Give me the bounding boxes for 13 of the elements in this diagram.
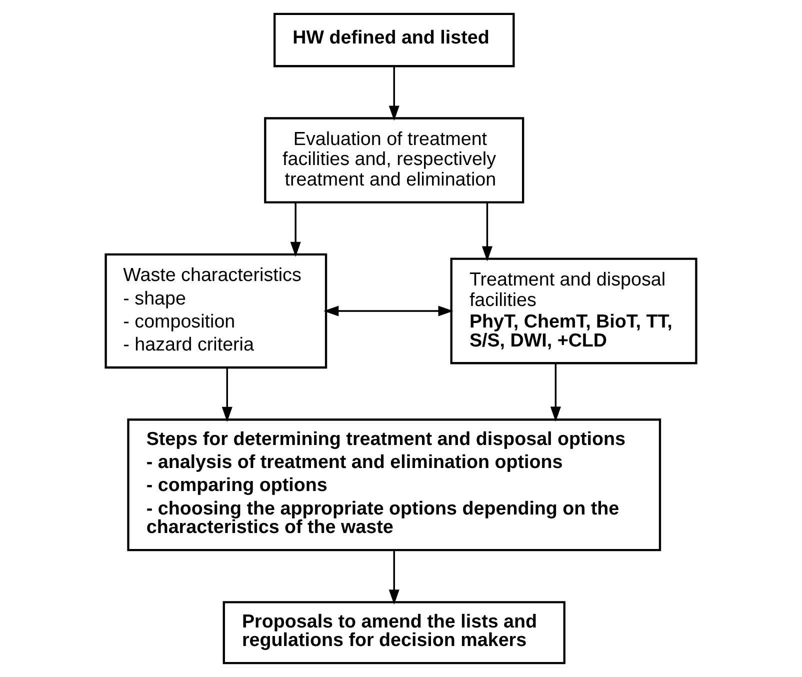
node-box: Treatment and disposal facilities PhyT, ChemT, BioT, TT, S/S, DWI, +CLD — [450, 258, 698, 364]
node-box: Steps for determining treatment and disposal options - analysis of treatment and elimination options - comparing options - choosing the appropriate options depending on the characteristics of the waste — [127, 418, 662, 552]
node-box: Evaluation of treatment facilities and, respectively treatment and elimination — [264, 117, 524, 204]
arrow — [482, 202, 492, 262]
arrow — [388, 66, 400, 121]
node-box: HW defined and listed — [274, 12, 515, 68]
node-box: Waste characteristics - shape - composition - hazard criteria — [104, 253, 328, 369]
arrow — [550, 363, 561, 422]
arrow — [388, 550, 400, 605]
arrow — [222, 368, 232, 422]
node-box: Proposals to amend the lists and regulations for decision makers — [222, 601, 566, 664]
arrow — [290, 202, 301, 257]
arrow — [324, 306, 454, 316]
